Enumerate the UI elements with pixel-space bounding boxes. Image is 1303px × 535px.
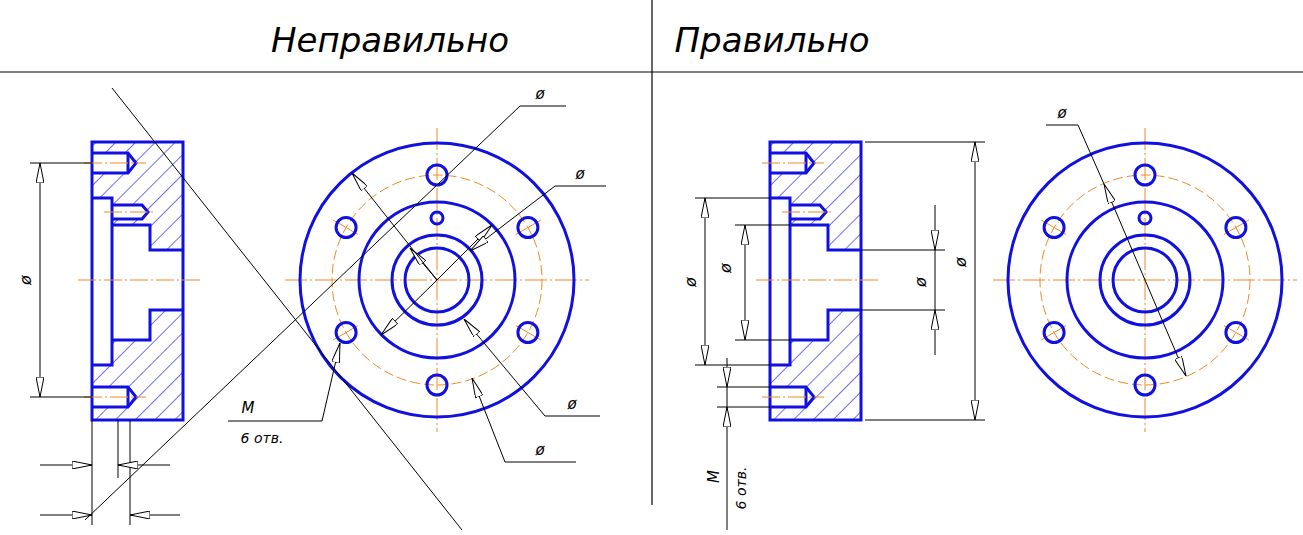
thread-label: M bbox=[706, 468, 721, 485]
diameter-label: ø bbox=[565, 397, 578, 412]
thread-label: M bbox=[240, 401, 257, 416]
diameter-label: ø bbox=[683, 275, 699, 289]
diameter-label: ø bbox=[1055, 106, 1068, 121]
heading-text: Неправильно bbox=[269, 23, 511, 57]
section-view bbox=[78, 142, 200, 420]
hole-count-label: 6 отв. bbox=[239, 431, 286, 445]
front-view bbox=[285, 128, 589, 432]
front-view bbox=[993, 128, 1297, 432]
diameter-label: ø bbox=[18, 273, 34, 287]
diameter-label: ø bbox=[573, 167, 586, 182]
diameter-label: ø bbox=[533, 87, 546, 102]
diameter-label: ø bbox=[953, 255, 969, 269]
divider-line bbox=[651, 0, 652, 505]
diameter-label: ø bbox=[913, 275, 929, 289]
dimension-lines bbox=[695, 125, 1186, 530]
heading-text: Правильно bbox=[673, 23, 872, 57]
hole-count-label: 6 отв. bbox=[734, 465, 748, 512]
dimension-lines bbox=[30, 88, 606, 530]
diameter-label: ø bbox=[718, 261, 734, 275]
section-view bbox=[756, 142, 878, 420]
diameter-label: ø bbox=[533, 443, 546, 458]
